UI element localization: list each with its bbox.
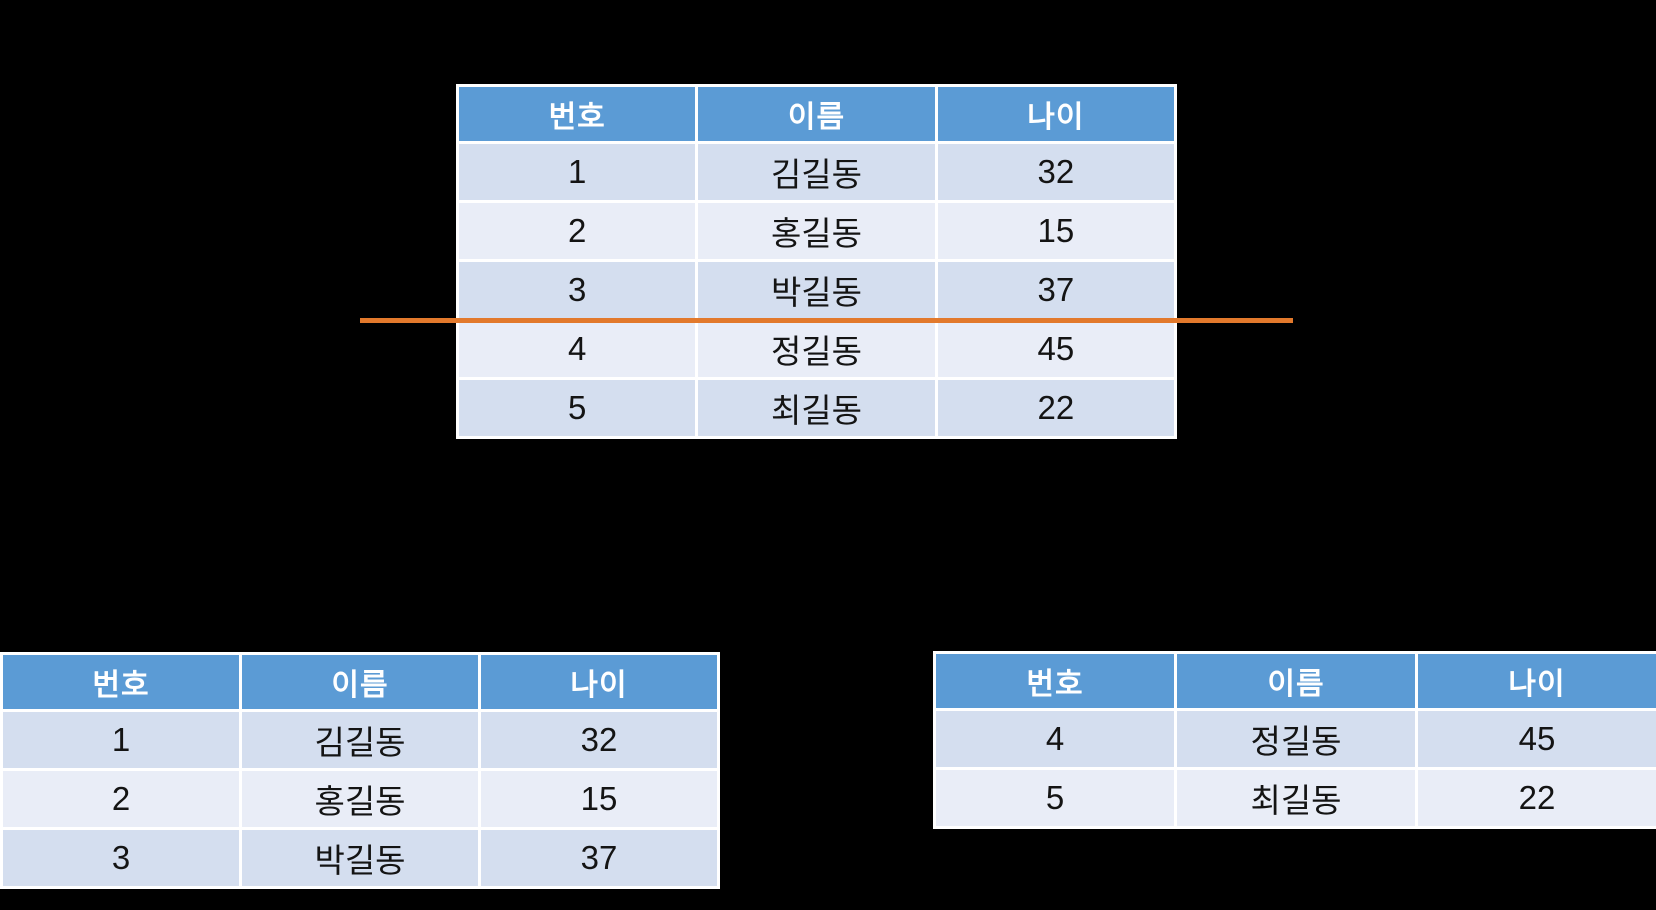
cell-name: 홍길동 [695, 200, 938, 262]
column-header-number: 번호 [933, 651, 1177, 711]
table-row: 3 박길동 37 [455, 259, 1178, 321]
cell-number: 2 [455, 200, 699, 262]
cell-age: 37 [934, 259, 1178, 321]
cell-number: 4 [455, 318, 699, 380]
cell-name: 정길동 [695, 318, 938, 380]
left-split-table-container: 번호 이름 나이 1 김길동 32 2 홍길동 15 3 박길동 37 [0, 652, 720, 889]
column-header-name: 이름 [695, 84, 938, 144]
column-header-number: 번호 [0, 652, 242, 712]
cell-age: 45 [934, 318, 1178, 380]
table-row: 1 김길동 32 [455, 141, 1178, 203]
cell-age: 15 [934, 200, 1178, 262]
header-row: 번호 이름 나이 [0, 652, 720, 712]
cell-age: 45 [1415, 708, 1656, 770]
table-row: 4 정길동 45 [455, 318, 1178, 380]
table-row: 5 최길동 22 [455, 377, 1178, 439]
cell-number: 4 [933, 708, 1177, 770]
cell-number: 2 [0, 768, 242, 830]
column-header-name: 이름 [239, 652, 481, 712]
cell-number: 3 [0, 827, 242, 889]
header-row: 번호 이름 나이 [455, 84, 1178, 144]
table-row: 2 홍길동 15 [455, 200, 1178, 262]
cell-name: 최길동 [695, 377, 938, 439]
cell-name: 정길동 [1174, 708, 1418, 770]
column-header-age: 나이 [1415, 651, 1656, 711]
table-row: 2 홍길동 15 [0, 768, 720, 830]
header-row: 번호 이름 나이 [933, 651, 1656, 711]
cell-name: 홍길동 [239, 768, 481, 830]
cell-number: 5 [933, 767, 1177, 829]
cell-name: 박길동 [239, 827, 481, 889]
cell-age: 22 [934, 377, 1178, 439]
cell-number: 3 [455, 259, 699, 321]
cell-age: 32 [934, 141, 1178, 203]
cell-name: 최길동 [1174, 767, 1418, 829]
cell-age: 37 [478, 827, 720, 889]
split-divider-line [360, 318, 1293, 323]
table-row: 1 김길동 32 [0, 709, 720, 771]
cell-name: 김길동 [239, 709, 481, 771]
cell-number: 1 [0, 709, 242, 771]
column-header-age: 나이 [934, 84, 1178, 144]
table-row: 4 정길동 45 [933, 708, 1656, 770]
source-table-container: 번호 이름 나이 1 김길동 32 2 홍길동 15 3 박길동 37 4 [455, 84, 1178, 439]
cell-number: 1 [455, 141, 699, 203]
source-table: 번호 이름 나이 1 김길동 32 2 홍길동 15 3 박길동 37 4 [455, 84, 1178, 439]
cell-age: 15 [478, 768, 720, 830]
right-split-table: 번호 이름 나이 4 정길동 45 5 최길동 22 [933, 651, 1656, 829]
column-header-age: 나이 [478, 652, 720, 712]
cell-name: 박길동 [695, 259, 938, 321]
table-row: 5 최길동 22 [933, 767, 1656, 829]
cell-age: 22 [1415, 767, 1656, 829]
column-header-name: 이름 [1174, 651, 1418, 711]
cell-age: 32 [478, 709, 720, 771]
column-header-number: 번호 [455, 84, 699, 144]
table-row: 3 박길동 37 [0, 827, 720, 889]
cell-number: 5 [455, 377, 699, 439]
cell-name: 김길동 [695, 141, 938, 203]
left-split-table: 번호 이름 나이 1 김길동 32 2 홍길동 15 3 박길동 37 [0, 652, 720, 889]
right-split-table-container: 번호 이름 나이 4 정길동 45 5 최길동 22 [933, 651, 1656, 829]
